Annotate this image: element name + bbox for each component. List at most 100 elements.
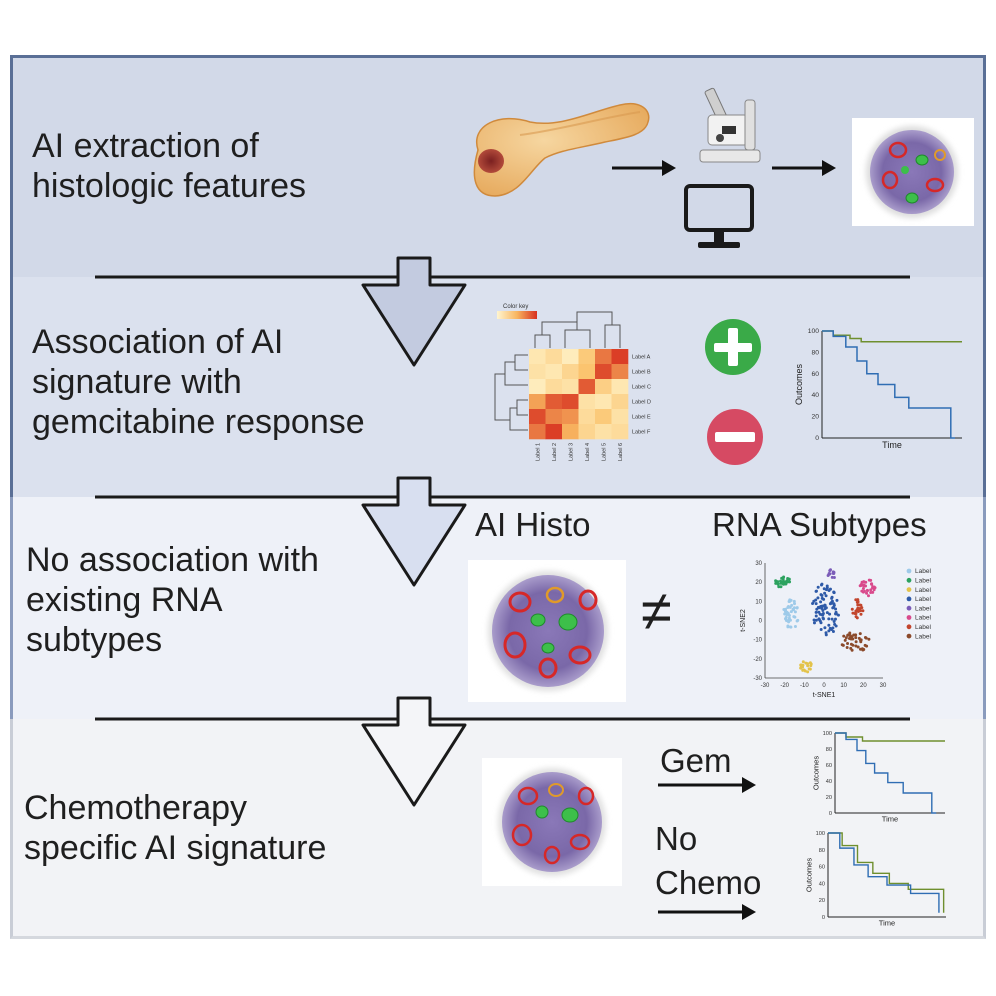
heatmap-cell bbox=[595, 379, 612, 395]
heatmap-cell bbox=[611, 409, 629, 425]
tsne-point bbox=[806, 662, 810, 666]
tsne-point bbox=[814, 610, 818, 614]
tsne-legend-swatch bbox=[906, 577, 912, 583]
km-x-label: Time bbox=[882, 815, 898, 824]
heatmap-cell bbox=[545, 379, 563, 395]
tsne-point bbox=[866, 594, 870, 598]
tsne-point bbox=[836, 613, 840, 617]
tsne-point bbox=[779, 585, 783, 589]
heatmap-col-label: Label 3 bbox=[568, 443, 574, 461]
tsne-point bbox=[860, 589, 864, 593]
heatmap-cell bbox=[562, 424, 579, 440]
km-y-tick: 80 bbox=[826, 747, 832, 753]
tsne-point bbox=[869, 590, 873, 594]
heatmap-cell bbox=[611, 379, 629, 395]
tsne-point bbox=[843, 638, 847, 642]
tsne-point bbox=[814, 598, 818, 602]
tsne-point bbox=[846, 642, 850, 646]
heatmap-cell bbox=[595, 394, 612, 410]
no-chemo-label-line2: Chemo bbox=[655, 864, 762, 901]
heatmap-row-label: Label E bbox=[632, 415, 651, 421]
heatmap-grid bbox=[529, 349, 629, 440]
tsne-point bbox=[784, 615, 788, 619]
tsne-point bbox=[828, 612, 832, 616]
tsne-point bbox=[788, 580, 792, 584]
tsne-point bbox=[776, 582, 780, 586]
tsne-point bbox=[848, 634, 852, 638]
km-x-label: Time bbox=[882, 440, 902, 450]
tsne-point bbox=[867, 637, 871, 641]
tsne-point bbox=[781, 577, 785, 581]
tsne-point bbox=[782, 607, 786, 611]
tsne-point bbox=[784, 610, 788, 614]
plus-icon bbox=[705, 319, 761, 375]
tsne-point bbox=[816, 585, 820, 589]
heatmap-row-label: Label C bbox=[632, 385, 651, 391]
heatmap-row-label: Label B bbox=[632, 370, 651, 376]
km-y-tick: 40 bbox=[826, 779, 832, 785]
tsne-point bbox=[814, 589, 818, 593]
ai-histo-label: AI Histo bbox=[475, 506, 591, 543]
tsne-point bbox=[832, 570, 836, 574]
km-y-tick: 60 bbox=[811, 371, 819, 378]
arrow-right-1 bbox=[612, 160, 676, 176]
heatmap-col-label: Label 1 bbox=[535, 443, 541, 461]
step4-line2: specific AI signature bbox=[24, 829, 327, 868]
tsne-point bbox=[873, 586, 877, 590]
tsne-point bbox=[870, 582, 874, 586]
heatmap-row-label: Label D bbox=[632, 400, 651, 406]
tsne-point bbox=[776, 580, 780, 584]
tsne-point bbox=[816, 605, 820, 609]
tsne-point bbox=[809, 664, 813, 668]
tsne-point bbox=[834, 607, 838, 611]
tsne-point bbox=[806, 670, 810, 674]
km-y-tick: 40 bbox=[819, 881, 825, 887]
tsne-point bbox=[831, 629, 835, 633]
step1-line1: AI extraction of bbox=[32, 127, 259, 165]
tsne-point bbox=[790, 603, 794, 607]
down-arrow-3 bbox=[361, 696, 467, 807]
tsne-point bbox=[786, 577, 790, 581]
tsne-point bbox=[824, 606, 828, 610]
tsne-point bbox=[865, 591, 869, 595]
tsne-point bbox=[869, 588, 873, 592]
tsne-point bbox=[862, 589, 866, 593]
tsne-point bbox=[827, 629, 831, 633]
heatmap-col-label: Label 6 bbox=[618, 443, 624, 461]
heatmap-cell bbox=[545, 364, 563, 380]
tsne-point bbox=[851, 611, 855, 615]
tsne-point bbox=[819, 628, 823, 632]
tsne-point bbox=[823, 591, 827, 595]
km-y-tick: 20 bbox=[826, 795, 832, 801]
tsne-point bbox=[801, 668, 805, 672]
tsne-point bbox=[788, 598, 792, 602]
tsne-point bbox=[785, 619, 789, 623]
heatmap-cell bbox=[529, 379, 546, 395]
tsne-point bbox=[822, 597, 826, 601]
heatmap-cell bbox=[562, 379, 579, 395]
tsne-legend-label: Label bbox=[915, 587, 931, 594]
heatmap-cell bbox=[562, 349, 579, 365]
arrow-right-2 bbox=[772, 160, 836, 176]
km-y-tick: 20 bbox=[811, 414, 819, 421]
step3-line1: No association with bbox=[26, 541, 319, 579]
km-y-label: Outcomes bbox=[812, 756, 821, 790]
tsne-point bbox=[793, 610, 797, 614]
tsne-point bbox=[786, 605, 790, 609]
tsne-point bbox=[828, 602, 832, 606]
tsne-point bbox=[854, 633, 858, 637]
down-arrow-1 bbox=[361, 256, 467, 367]
gem-label: Gem bbox=[660, 742, 732, 779]
tsne-point bbox=[859, 612, 863, 616]
km-y-tick: 100 bbox=[823, 731, 832, 737]
heatmap-color-key-label: Color key bbox=[503, 304, 528, 310]
tsne-point bbox=[827, 617, 831, 621]
heatmap-cell bbox=[529, 424, 546, 440]
heatmap-cell bbox=[595, 409, 612, 425]
tsne-point bbox=[832, 590, 836, 594]
heatmap-cell bbox=[595, 349, 612, 365]
tsne-point bbox=[859, 638, 863, 642]
